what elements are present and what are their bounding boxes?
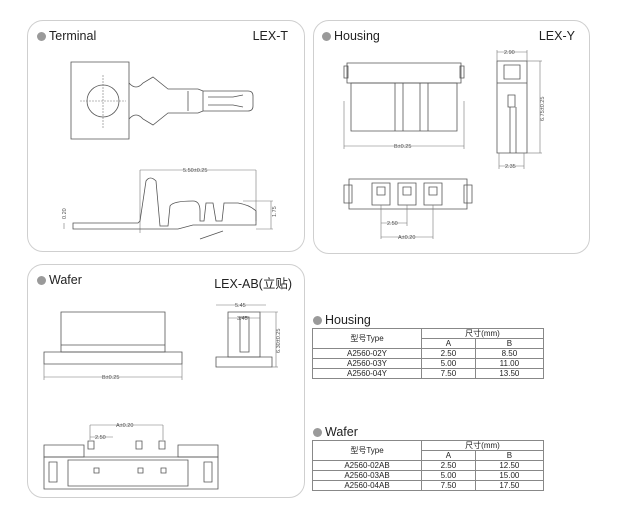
terminal-thickness-label: 0.20 bbox=[62, 208, 68, 219]
wafer-spec-table: 型号Type 尺寸(mm) A B A2560-02AB 2.50 12.50 … bbox=[312, 440, 545, 491]
table-row: A2560-03AB 5.00 15.00 bbox=[312, 470, 545, 481]
housing-model: LEX-Y bbox=[538, 29, 575, 43]
housing-pitch-label: 2.50 bbox=[387, 221, 398, 227]
table-row: A2560-02AB 2.50 12.50 bbox=[312, 460, 545, 471]
type-cell: A2560-04Y bbox=[312, 368, 422, 379]
housing-spec-table: 型号Type 尺寸(mm) A B A2560-02Y 2.50 8.50 A2… bbox=[312, 328, 545, 379]
b-cell: 11.00 bbox=[474, 358, 545, 369]
type-cell: A2560-02Y bbox=[312, 348, 422, 359]
bullet-icon bbox=[37, 275, 46, 285]
wafer-table-title: Wafer bbox=[313, 425, 358, 439]
b-cell: 15.00 bbox=[474, 470, 545, 481]
wafer-height-label: 6.30±0.25 bbox=[276, 329, 282, 353]
table-row: A2560-03Y 5.00 11.00 bbox=[312, 358, 545, 369]
wafer-pitch-label: 2.50 bbox=[95, 435, 106, 441]
wafer-title: Wafer bbox=[37, 273, 82, 287]
terminal-top-view-drawing bbox=[28, 21, 304, 251]
type-cell: A2560-04AB bbox=[312, 480, 422, 491]
housing-span-label: A±0.20 bbox=[398, 235, 415, 241]
housing-length-label: B±0.25 bbox=[394, 144, 411, 150]
type-header: 型号Type bbox=[312, 328, 422, 349]
col-b-header: B bbox=[474, 450, 545, 461]
terminal-length-label: 5.50±0.25 bbox=[183, 168, 207, 174]
terminal-panel: Terminal LEX-T 5.50±0.25 1.75 0.20 bbox=[27, 20, 305, 252]
b-cell: 12.50 bbox=[474, 460, 545, 471]
type-header: 型号Type bbox=[312, 440, 422, 461]
type-cell: A2560-03AB bbox=[312, 470, 422, 481]
wafer-inner-label: 3.45 bbox=[237, 316, 248, 322]
wafer-length-label: B±0.25 bbox=[102, 375, 119, 381]
b-cell: 13.50 bbox=[474, 368, 545, 379]
wafer-model: LEX-AB(立贴) bbox=[214, 277, 292, 291]
dims-header: 尺寸(mm) bbox=[421, 328, 544, 339]
type-cell: A2560-02AB bbox=[312, 460, 422, 471]
b-cell: 17.50 bbox=[474, 480, 545, 491]
wafer-title-text: Wafer bbox=[49, 273, 82, 287]
housing-title-text: Housing bbox=[334, 29, 380, 43]
col-a-header: A bbox=[421, 450, 476, 461]
housing-width-bottom-label: 2.35 bbox=[505, 164, 516, 170]
bullet-icon bbox=[313, 427, 322, 437]
bullet-icon bbox=[322, 31, 331, 41]
a-cell: 7.50 bbox=[421, 368, 476, 379]
b-cell: 8.50 bbox=[474, 348, 545, 359]
wafer-drawings: B±0.25 5.45 3.45 6.30±0.25 A±0.20 2.50 bbox=[28, 303, 282, 497]
terminal-title: Terminal bbox=[37, 29, 96, 43]
col-b-header: B bbox=[474, 338, 545, 349]
housing-table-title-text: Housing bbox=[325, 313, 371, 327]
dims-header: 尺寸(mm) bbox=[421, 440, 544, 451]
a-cell: 2.50 bbox=[421, 348, 476, 359]
a-cell: 2.50 bbox=[421, 460, 476, 471]
housing-panel: Housing LEX-Y B±0.25 2.90 6.75±0.25 2.35 bbox=[313, 20, 590, 254]
wafer-table-title-text: Wafer bbox=[325, 425, 358, 439]
housing-title: Housing bbox=[322, 29, 380, 43]
terminal-side-view-drawing: 5.50±0.25 1.75 0.20 bbox=[62, 168, 278, 251]
wafer-outer-label: 5.45 bbox=[235, 303, 246, 309]
type-cell: A2560-03Y bbox=[312, 358, 422, 369]
table-row: A2560-04Y 7.50 13.50 bbox=[312, 368, 545, 379]
a-cell: 5.00 bbox=[421, 470, 476, 481]
bullet-icon bbox=[37, 31, 46, 41]
terminal-model: LEX-T bbox=[252, 29, 288, 43]
wafer-panel: Wafer LEX-AB(立贴) B±0.25 5.45 3.45 6.30±0… bbox=[27, 264, 305, 498]
col-a-header: A bbox=[421, 338, 476, 349]
housing-table-title: Housing bbox=[313, 313, 371, 327]
housing-height-label: 6.75±0.25 bbox=[540, 97, 546, 121]
terminal-height-label: 1.75 bbox=[272, 206, 278, 217]
a-cell: 7.50 bbox=[421, 480, 476, 491]
housing-drawings: B±0.25 2.90 6.75±0.25 2.35 2.50 A bbox=[314, 50, 546, 241]
wafer-span-label: A±0.20 bbox=[116, 423, 133, 429]
a-cell: 5.00 bbox=[421, 358, 476, 369]
table-row: A2560-02Y 2.50 8.50 bbox=[312, 348, 545, 359]
terminal-title-text: Terminal bbox=[49, 29, 97, 43]
bullet-icon bbox=[313, 315, 322, 325]
housing-width-top-label: 2.90 bbox=[504, 50, 515, 56]
table-row: A2560-04AB 7.50 17.50 bbox=[312, 480, 545, 491]
